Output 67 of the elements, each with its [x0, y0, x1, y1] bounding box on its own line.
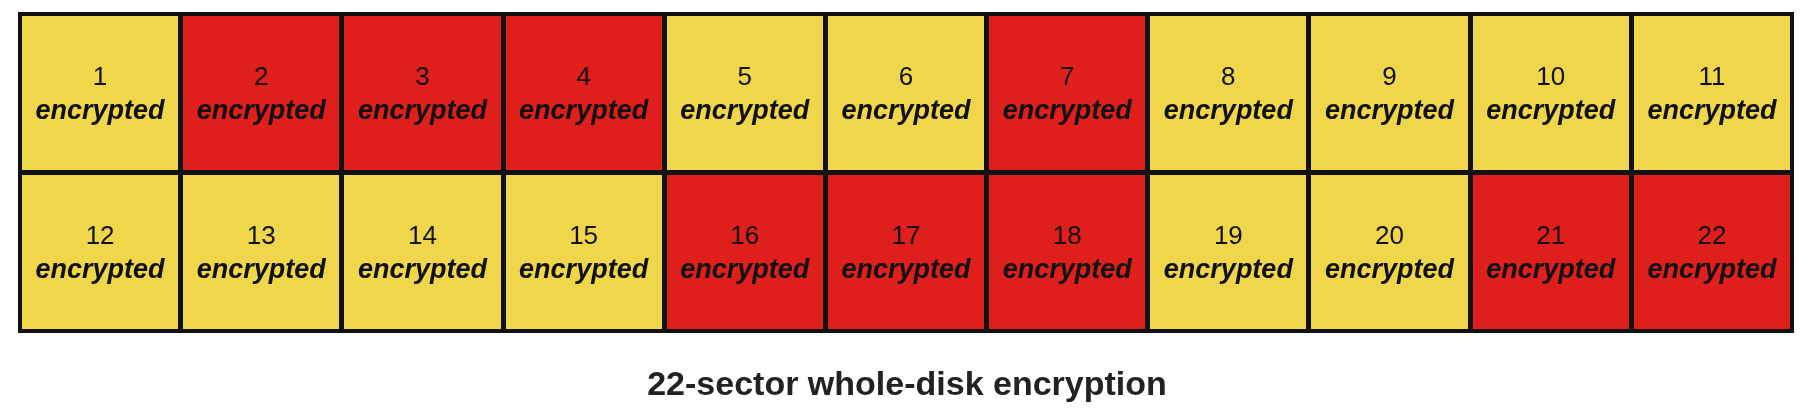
status-label: encrypted — [1325, 94, 1455, 127]
sector-number: 10 — [1536, 60, 1566, 93]
sector-number: 9 — [1382, 60, 1397, 93]
sector-number: 8 — [1221, 60, 1236, 93]
status-label: encrypted — [1647, 94, 1777, 127]
sector-cell — [666, 16, 823, 170]
sector-cell — [989, 16, 1146, 170]
sector-cell — [827, 175, 985, 329]
sector-cell — [344, 16, 501, 170]
status-label: encrypted — [35, 94, 165, 127]
sector-number: 5 — [737, 60, 753, 93]
sector-number: 18 — [1052, 219, 1082, 252]
sector-number: 17 — [891, 219, 921, 252]
sector-cell — [183, 175, 340, 329]
status-label: encrypted — [1002, 94, 1132, 127]
sector-number: 4 — [576, 60, 591, 93]
status-label: encrypted — [357, 253, 487, 286]
sector-number: 14 — [408, 219, 437, 252]
status-label: encrypted — [519, 253, 649, 286]
sector-cell — [1150, 175, 1307, 329]
status-label: encrypted — [1163, 253, 1293, 286]
status-label: encrypted — [680, 253, 810, 286]
status-label: encrypted — [1486, 94, 1616, 127]
status-label: encrypted — [519, 94, 649, 127]
sector-number: 15 — [569, 219, 599, 252]
status-label: encrypted — [680, 94, 810, 127]
sector-cell — [1311, 16, 1468, 170]
status-label: encrypted — [357, 94, 487, 127]
status-label: encrypted — [1486, 253, 1616, 286]
status-label: encrypted — [1163, 94, 1293, 127]
sector-cell — [344, 175, 501, 329]
sector-cell — [183, 16, 340, 170]
sector-cell — [505, 16, 662, 170]
sector-cell — [666, 175, 823, 329]
sector-cell — [505, 175, 662, 329]
sector-number: 22 — [1697, 219, 1727, 252]
sector-cell — [1633, 175, 1790, 329]
status-label: encrypted — [1325, 253, 1455, 286]
sector-number: 16 — [730, 219, 760, 252]
sector-number: 19 — [1213, 219, 1243, 252]
sector-number: 12 — [85, 219, 115, 252]
sector-cell — [22, 175, 179, 329]
sector-number: 3 — [415, 60, 430, 93]
sector-number: 11 — [1698, 60, 1726, 93]
status-label: encrypted — [1647, 253, 1777, 286]
sector-cell — [1633, 16, 1790, 170]
status-label: encrypted — [35, 253, 165, 286]
sector-cell — [1472, 16, 1629, 170]
sector-number: 1 — [92, 60, 108, 93]
status-label: encrypted — [841, 94, 971, 127]
caption: 22-sector whole-disk encryption — [646, 364, 1168, 403]
status-label: encrypted — [841, 253, 971, 286]
sector-cell — [989, 175, 1146, 329]
status-label: encrypted — [196, 253, 326, 286]
sector-cell — [1150, 16, 1307, 170]
sector-number: 6 — [898, 60, 914, 93]
sector-cell — [1472, 175, 1629, 329]
sector-cell — [827, 16, 985, 170]
sector-number: 7 — [1059, 60, 1075, 93]
sector-number: 2 — [254, 60, 269, 93]
sector-number: 13 — [246, 219, 276, 252]
status-label: encrypted — [1002, 253, 1132, 286]
status-label: encrypted — [196, 94, 326, 127]
sector-cell — [22, 16, 179, 170]
sector-number: 20 — [1375, 219, 1404, 252]
sector-number: 21 — [1536, 219, 1566, 252]
sector-cell — [1311, 175, 1468, 329]
